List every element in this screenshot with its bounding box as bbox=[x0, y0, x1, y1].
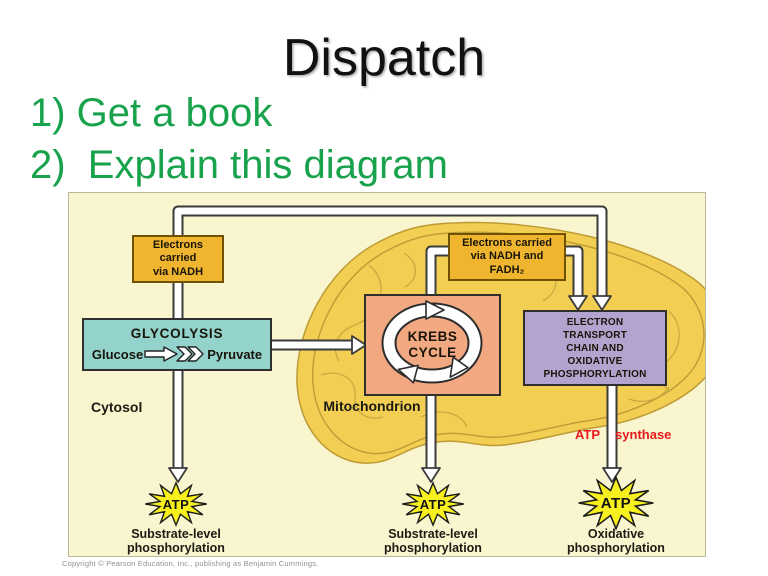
atp-label: ATP bbox=[600, 494, 632, 512]
electrons-via-nadh-fadh2-box: Electrons carried via NADH and FADH₂ bbox=[448, 233, 566, 281]
starburst-icon bbox=[578, 475, 654, 531]
electron-transport-chain-box: ELECTRON TRANSPORT CHAIN AND OXIDATIVE P… bbox=[523, 310, 667, 386]
pipe-arrowheads bbox=[168, 295, 622, 483]
krebs-cycle-ring bbox=[381, 300, 483, 384]
etc-box-line: PHOSPHORYLATION bbox=[543, 368, 647, 380]
copyright-line: Copyright © Pearson Education, Inc., pub… bbox=[62, 559, 319, 568]
list-item-explain-diagram: 2) Explain this diagram bbox=[30, 143, 448, 187]
etc-box-line: OXIDATIVE bbox=[567, 355, 623, 367]
glucose-pyruvate-arrows-icon bbox=[144, 346, 204, 362]
arrowhead-into-etc-left bbox=[568, 295, 588, 311]
diagram-panel: Electrons carried via NADH Electrons car… bbox=[68, 192, 706, 557]
cytosol-label: Cytosol bbox=[91, 399, 143, 415]
mitochondrion-label: Mitochondrion bbox=[323, 398, 421, 414]
caption-line: phosphorylation bbox=[384, 541, 482, 555]
etc-box-line: TRANSPORT bbox=[562, 329, 628, 341]
caption-line: Oxidative bbox=[587, 527, 645, 541]
caption-line: Substrate-level bbox=[388, 527, 478, 541]
substrate-level-caption: Substrate-level phosphorylation bbox=[96, 527, 256, 555]
krebs-line: CYCLE bbox=[408, 345, 457, 360]
atp-starburst: ATP bbox=[573, 475, 659, 531]
glucose-label: Glucose bbox=[91, 346, 144, 362]
atp-label: ATP bbox=[162, 496, 190, 512]
oxidative-caption: Oxidative phosphorylation bbox=[536, 527, 696, 555]
krebs-line: KREBS bbox=[407, 329, 458, 345]
ring-arrowhead bbox=[397, 364, 419, 384]
caption-line: Substrate-level bbox=[131, 527, 221, 541]
ring-arrowhead bbox=[449, 356, 469, 378]
atp-synthase-label: ATP synthase bbox=[575, 427, 671, 442]
caption-line: phosphorylation bbox=[127, 541, 225, 555]
glycolysis-box: GLYCOLYSIS Glucose Pyruvate bbox=[82, 318, 272, 371]
arrowhead-into-etc-right bbox=[592, 295, 612, 311]
atp-label: ATP bbox=[419, 496, 447, 512]
atp-starburst: ATP bbox=[400, 481, 466, 527]
chevron-arrow-icon bbox=[187, 346, 204, 362]
etc-box-line: CHAIN AND bbox=[566, 342, 624, 354]
electrons-via-nadh-box: Electrons carried via NADH bbox=[132, 235, 224, 283]
arrowhead-etc-atp bbox=[602, 467, 622, 483]
atp-synthase-word: ATP bbox=[575, 427, 601, 442]
krebs-cycle-label: KREBS CYCLE bbox=[408, 329, 458, 360]
etc-box-line: ELECTRON bbox=[566, 316, 624, 328]
ring-arrowhead bbox=[425, 300, 445, 320]
substrate-level-caption: Substrate-level phosphorylation bbox=[353, 527, 513, 555]
list-item-get-a-book: 1) Get a book bbox=[30, 91, 273, 135]
starburst-icon bbox=[145, 481, 207, 527]
nadh-box-line: Electrons bbox=[152, 239, 204, 252]
slide-title: Dispatch bbox=[282, 29, 486, 87]
arrowhead-glycolysis-atp bbox=[168, 467, 188, 483]
fadh2-box-line: via NADH and bbox=[470, 250, 544, 263]
fadh2-box-line: Electrons carried bbox=[462, 237, 552, 250]
caption-line: phosphorylation bbox=[567, 541, 665, 555]
arrowhead-into-krebs bbox=[351, 335, 367, 355]
pyruvate-label: Pyruvate bbox=[207, 346, 263, 362]
atp-synthase-word: synthase bbox=[615, 427, 672, 442]
glycolysis-title: GLYCOLYSIS bbox=[130, 326, 224, 341]
fadh2-box-line: FADH₂ bbox=[489, 263, 525, 276]
block-arrow-icon bbox=[144, 346, 178, 362]
arrowhead-krebs-atp bbox=[421, 467, 441, 483]
dispatch-list: 1) Get a book 2) Explain this diagram bbox=[30, 87, 448, 191]
krebs-cycle-box: KREBS CYCLE bbox=[364, 294, 501, 396]
nadh-box-line: carried bbox=[159, 252, 197, 265]
glucose-to-pyruvate-row: Glucose Pyruvate bbox=[92, 345, 262, 363]
nadh-box-line: via NADH bbox=[152, 265, 204, 278]
starburst-icon bbox=[402, 481, 464, 527]
atp-starburst: ATP bbox=[143, 481, 209, 527]
chevron-arrow-icon bbox=[176, 346, 193, 362]
